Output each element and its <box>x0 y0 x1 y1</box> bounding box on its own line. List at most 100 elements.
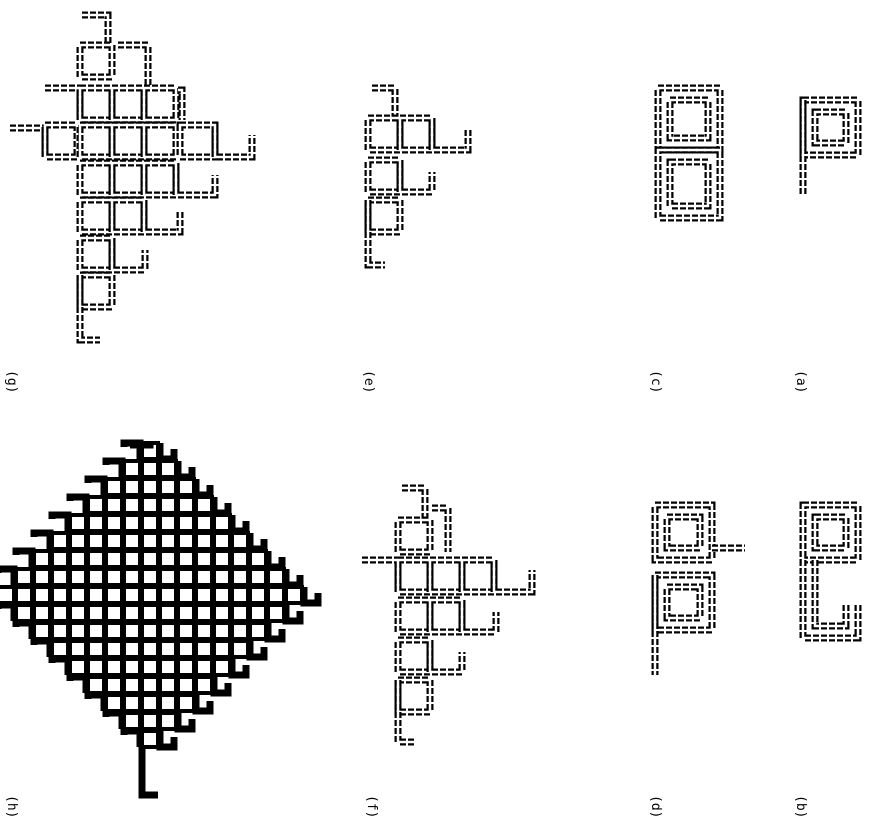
lattice-cell <box>70 605 86 621</box>
glyph-inner-stroke <box>144 125 176 157</box>
lattice-cell <box>214 569 230 585</box>
panel-d-label: (d) <box>648 795 663 818</box>
glyph-inner-stroke <box>118 45 148 85</box>
lattice-cell <box>52 623 68 639</box>
panel-h-glyphs <box>0 443 318 795</box>
panel-d-glyphs <box>655 505 745 675</box>
lattice-cell <box>178 641 194 657</box>
lattice-cell <box>88 515 104 531</box>
lattice-cell <box>88 641 104 657</box>
panel-e-label: (e) <box>361 370 376 393</box>
lattice-cell <box>250 551 266 567</box>
lattice-cell <box>160 659 176 675</box>
lattice-cell <box>52 587 68 603</box>
lattice-cell <box>124 461 140 477</box>
lattice-cell <box>52 569 68 585</box>
lattice-cell <box>160 695 176 711</box>
lattice-cell <box>52 533 68 549</box>
glyph-inner-stroke <box>80 238 112 270</box>
lattice-cell <box>142 461 158 477</box>
lattice-cell <box>196 623 212 639</box>
lattice-cell <box>142 605 158 621</box>
glyph-inner-stroke <box>462 602 496 632</box>
glyph-inner-stroke <box>10 128 45 155</box>
lattice-tail <box>268 623 282 639</box>
lattice-cell <box>0 587 14 603</box>
lattice-cell <box>70 587 86 603</box>
panel-g-label: (g) <box>4 370 19 393</box>
lattice-cell <box>196 533 212 549</box>
lattice-cell <box>214 641 230 657</box>
lattice-cell <box>178 569 194 585</box>
lattice-cell <box>214 533 230 549</box>
glyph-inner-stroke <box>398 520 430 552</box>
glyph-inner-stroke <box>803 505 858 560</box>
lattice-cell <box>142 497 158 513</box>
lattice-cell <box>160 569 176 585</box>
lattice-cell <box>106 551 122 567</box>
lattice-cell <box>70 551 86 567</box>
lattice-hook <box>88 479 104 495</box>
panel-a-label: (a) <box>793 370 808 393</box>
lattice-cell <box>52 551 68 567</box>
lattice-cell <box>178 623 194 639</box>
lattice-cell <box>142 515 158 531</box>
panel-f: (f) <box>362 488 532 818</box>
glyph-inner-stroke <box>80 125 112 157</box>
glyph-inner-stroke <box>362 560 398 592</box>
glyph-inner-stroke <box>368 118 400 150</box>
lattice-cell <box>196 641 212 657</box>
glyph-inner-stroke <box>215 127 252 157</box>
lattice-tail <box>286 605 300 621</box>
lattice-cell <box>160 587 176 603</box>
lattice-cell <box>268 605 284 621</box>
panel-c: (c) <box>648 88 720 393</box>
lattice-cell <box>250 623 266 639</box>
lattice-cell <box>16 569 32 585</box>
lattice-cell <box>106 479 122 495</box>
lattice-hook <box>70 677 86 693</box>
lattice-hook <box>52 659 68 675</box>
glyph-inner-stroke <box>176 165 215 195</box>
glyph-inner-stroke <box>82 15 108 45</box>
lattice-tail <box>196 479 210 495</box>
lattice-cell <box>106 641 122 657</box>
lattice-cell <box>232 587 248 603</box>
lattice-cell <box>70 641 86 657</box>
lattice-cell <box>34 587 50 603</box>
lattice-hook <box>106 461 122 477</box>
lattice-cell <box>142 587 158 603</box>
lattice-cell <box>70 569 86 585</box>
glyph-inner-stroke <box>815 560 846 626</box>
lattice-cell <box>70 515 86 531</box>
glyph-inner-stroke <box>430 600 462 632</box>
lattice-cell <box>124 479 140 495</box>
lattice-cell <box>142 479 158 495</box>
lattice-cell <box>214 515 230 531</box>
lattice-tail <box>232 659 246 675</box>
panel-b: (b) <box>793 505 858 818</box>
lattice-cell <box>106 695 122 711</box>
lattice-hook <box>34 641 50 657</box>
lattice-cell <box>34 569 50 585</box>
lattice-cell <box>70 623 86 639</box>
glyph-inner-stroke <box>400 118 432 150</box>
lattice-cell <box>124 677 140 693</box>
lattice-cell <box>142 659 158 675</box>
panel-d: (d) <box>648 505 745 818</box>
lattice-cell <box>268 587 284 603</box>
lattice-cell <box>196 677 212 693</box>
glyph-inner-stroke <box>112 125 144 157</box>
lattice-cell <box>70 533 86 549</box>
lattice-cell <box>106 623 122 639</box>
glyph-inner-stroke <box>144 88 176 120</box>
glyph-inner-stroke <box>398 680 430 712</box>
lattice-cell <box>124 515 140 531</box>
lattice-cell <box>178 515 194 531</box>
glyph-inner-stroke <box>398 600 430 632</box>
lattice-cell <box>232 641 248 657</box>
glyph-inner-stroke <box>670 100 708 138</box>
lattice-cell <box>214 587 230 603</box>
lattice-cell <box>16 605 32 621</box>
